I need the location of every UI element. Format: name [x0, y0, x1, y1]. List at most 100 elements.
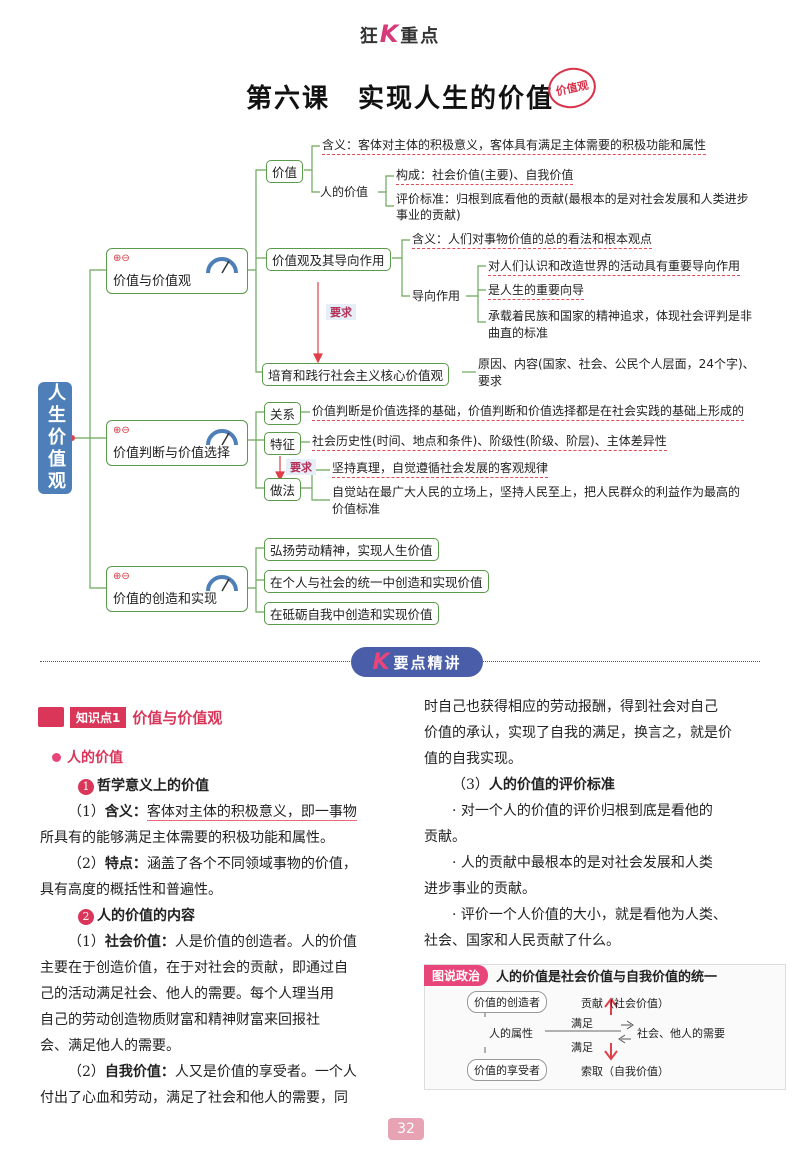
brand-header: 狂K重点	[0, 20, 800, 48]
banner-k: K	[372, 649, 392, 675]
para-bold: 自我价值：	[104, 1064, 175, 1080]
para-line: 社会、国家和人民贡献了什么。	[424, 933, 620, 949]
branch-creation-and-realization: ⊕⊖ 价值的创造和实现	[106, 566, 248, 612]
satisfy-label-1: 满足	[571, 1017, 593, 1030]
para-feature: （2）特点：涵盖了各个不同领域事物的价值，	[40, 851, 400, 877]
branch-label: 价值的创造和实现	[113, 592, 218, 607]
para-social-value: （1）社会价值：人是价值的创造者。人的价值	[40, 929, 400, 955]
para-line: 进步事业的贡献。	[424, 881, 536, 897]
node-value: 价值	[266, 160, 304, 183]
branch-icon: ⊕⊖	[113, 253, 130, 264]
society-label: 社会、他人的需要	[637, 1027, 725, 1040]
relation-text: 价值判断是价值选择的基础，价值判断和价值选择都是在社会实践的基础上形成的	[312, 403, 745, 421]
node-value-view: 价值观及其导向作用	[266, 248, 391, 271]
node-individual-society: 在个人与社会的统一中创造和实现价值	[264, 570, 489, 593]
knowledge-tag: 知识点1	[70, 706, 127, 728]
gauge-icon	[206, 429, 238, 446]
para-line: 时自己也获得相应的劳动报酬，得到社会对自己	[424, 699, 718, 715]
attr-label: 人的属性	[489, 1027, 533, 1040]
para-bold: 含义：	[104, 804, 147, 820]
core-desc-line2: 要求	[478, 374, 503, 388]
para-meaning: （1）含义：客体对主体的积极意义，即一事物	[40, 799, 400, 825]
page-number: 32	[388, 1118, 424, 1140]
para-line: 值的自我实现。	[424, 751, 522, 767]
subsection-heading: 人的价值	[52, 747, 123, 767]
para-line: 会、满足他人的需要。	[40, 1038, 180, 1054]
para-bold: 社会价值：	[104, 934, 175, 950]
para-prefix: （1）	[68, 934, 105, 950]
view-meaning: 含义：人们对事物价值的总的看法和根本观点	[412, 231, 653, 249]
para-prefix: （2）	[68, 1064, 105, 1080]
para-text: 人是价值的创造者。人的价值	[174, 934, 357, 950]
branch-value-and-view: ⊕⊖ 价值与价值观	[106, 248, 248, 294]
node-relation: 关系	[264, 402, 302, 425]
para-prefix: （1）	[68, 804, 105, 820]
book-icon	[38, 707, 64, 727]
node-labor-spirit: 弘扬劳动精神，实现人生价值	[264, 538, 439, 561]
value-meaning: 含义：客体对主体的积极意义，客体具有满足主体需要的积极功能和属性	[322, 137, 707, 155]
node-self-temper: 在砥砺自我中创造和实现价值	[264, 602, 439, 625]
heading-text: 哲学意义上的价值	[97, 778, 209, 794]
branch-icon: ⊕⊖	[113, 425, 130, 436]
leaf-icon	[52, 753, 61, 762]
para-line: 付出了心血和劳动，满足了社会和他人的需要，同	[40, 1090, 348, 1106]
guide-item-3a: 承载着民族和国家的精神追求，体现社会评判是非	[488, 309, 753, 323]
brand-left: 狂	[359, 26, 380, 47]
para-prefix: （3）	[452, 777, 489, 793]
core-desc-line1: 原因、内容(国家、社会、公民个人层面，24个字)、	[478, 357, 755, 371]
node-feature: 特征	[264, 432, 302, 455]
diagram-lines	[484, 997, 634, 1061]
para-text: 人又是价值的享受者。一个人	[174, 1064, 357, 1080]
satisfy-label-2: 满足	[571, 1041, 593, 1054]
diagram-title: 人的价值是社会价值与自我价值的统一	[496, 969, 718, 985]
requirement-label-2: 要求	[286, 459, 316, 475]
knowledge-point-header: 知识点1 价值与价值观	[38, 706, 222, 728]
brand-right: 重点	[400, 26, 441, 47]
page-title: 第六课 实现人生的价值	[245, 84, 554, 114]
para-bold: 特点：	[104, 856, 147, 872]
heading-text: 人的价值的内容	[97, 908, 195, 924]
person-value: 人的价值	[320, 185, 369, 199]
para-line: 自己的劳动创造物质财富和精神财富来回报社	[40, 1012, 320, 1028]
number-badge: 2	[78, 909, 94, 925]
knowledge-title: 价值与价值观	[132, 708, 223, 727]
guide-item-3b: 曲直的标准	[488, 326, 549, 340]
branch-label: 价值判断与价值选择	[113, 446, 231, 461]
brand-k: K	[379, 20, 401, 48]
bullet-line: · 人的贡献中最根本的是对社会发展和人类	[452, 855, 713, 871]
method-item-1: 坚持真理，自觉遵循社会发展的客观规律	[332, 460, 549, 478]
para-line: 价值的承认，实现了自我的满足，换言之，就是价	[424, 725, 732, 741]
node-core-values: 培育和践行社会主义核心价值观	[262, 363, 450, 386]
requirement-label: 要求	[326, 304, 356, 320]
bullet-line: · 对一个人的价值的评价归根到底是看他的	[452, 803, 713, 819]
para-line: 贡献。	[424, 829, 466, 845]
gauge-icon	[206, 257, 238, 274]
para-text: 客体对主体的积极意义，即一事物	[146, 804, 357, 821]
guide-item-2: 是人生的重要向导	[488, 282, 585, 300]
method-item-2b: 价值标准	[332, 502, 381, 516]
para-line: 主要在于创造价值，在于对社会的贡献，即通过自	[40, 960, 348, 976]
take-label: 索取（自我价值）	[581, 1065, 669, 1078]
bullet-line: · 评价一个人价值的大小，就是看他为人类、	[452, 907, 727, 923]
guide-item-1: 对人们认识和改造世界的活动具有重要导向作用	[488, 258, 741, 276]
para-self-value: （2）自我价值：人又是价值的享受者。一个人	[40, 1059, 400, 1085]
value-diagram: 价值的创造者 人的属性 价值的享受者 贡献（社会价值） 满足 满足 社会、他人的…	[424, 964, 786, 1090]
method-item-2a: 自觉站在最广大人民的立场上，坚持人民至上，把人民群众的利益作为最高的	[332, 485, 741, 499]
node-method: 做法	[264, 478, 302, 501]
value-composition: 构成：社会价值(主要)、自我价值	[396, 167, 574, 185]
creator-oval: 价值的创造者	[467, 991, 547, 1013]
guide-role: 导向作用	[412, 289, 461, 303]
para-line: 具有高度的概括性和普遍性。	[40, 882, 222, 898]
para-bold: 人的价值的评价标准	[488, 777, 615, 793]
branch-icon: ⊕⊖	[113, 571, 130, 582]
value-standard-line1: 评价标准：归根到底看他的贡献(最根本的是对社会发展和人类进步	[396, 192, 749, 206]
enjoyer-oval: 价值的享受者	[467, 1059, 547, 1081]
para-line: 所具有的能够满足主体需要的积极功能和属性。	[40, 830, 334, 846]
para-text: 涵盖了各个不同领域事物的价值，	[146, 856, 357, 872]
contribute-label: 贡献（社会价值）	[581, 997, 669, 1010]
para-line: 己的活动满足社会、他人的需要。每个人理当用	[40, 986, 334, 1002]
